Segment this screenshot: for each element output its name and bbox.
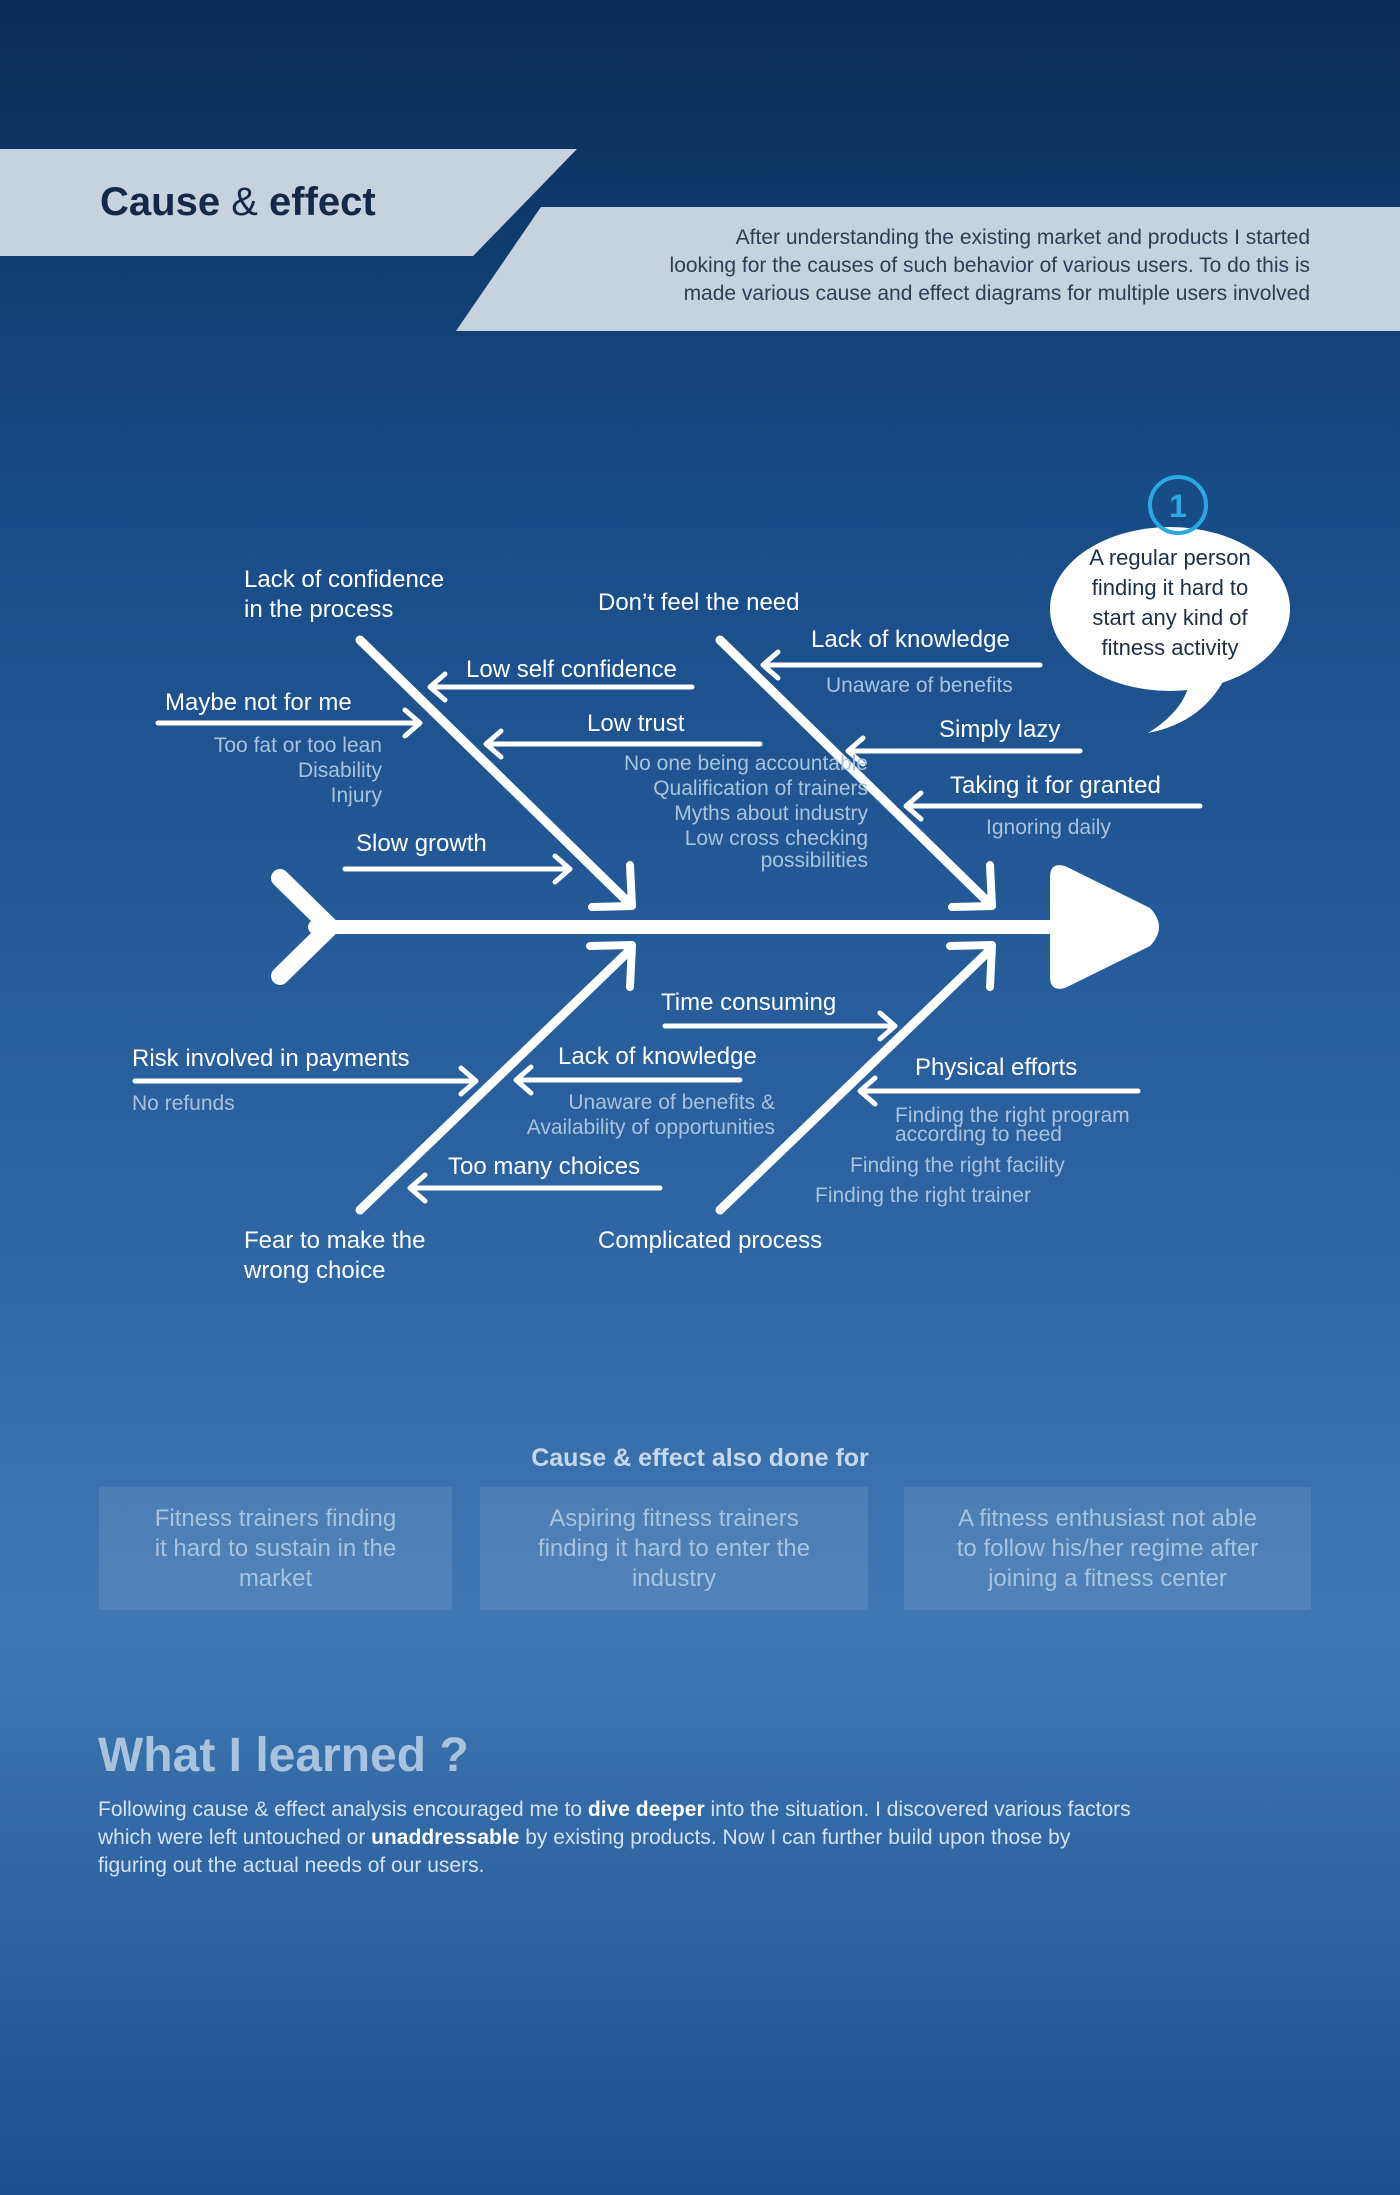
also-card: A fitness enthusiast not able to follow … xyxy=(904,1487,1311,1610)
cause-sub: Finding the right facility xyxy=(850,1154,1065,1177)
bone-title-bottom-left: Fear to make the wrong choice xyxy=(244,1227,426,1284)
learned-text: Following cause & effect analysis encour… xyxy=(98,1798,1131,1877)
also-done-title: Cause & effect also done for xyxy=(531,1444,869,1472)
title-banner xyxy=(0,149,577,256)
speech-bubble-tail xyxy=(1148,672,1228,733)
cause-label: Slow growth xyxy=(356,830,487,857)
cause-label: Simply lazy xyxy=(939,716,1061,743)
intro-text: After understanding the existing market … xyxy=(669,226,1310,305)
cause-label: Taking it for granted xyxy=(950,772,1161,799)
cause-sub-list: Unaware of benefits & Availability of op… xyxy=(526,1091,775,1139)
cause-sub: Finding the right program according to n… xyxy=(895,1104,1130,1146)
fish-tail xyxy=(271,869,339,985)
bone-bottom-left-arrow xyxy=(586,941,636,991)
cause-sub: Finding the right trainer xyxy=(815,1184,1031,1207)
bone-top-left xyxy=(355,635,635,909)
fish-head xyxy=(1050,865,1159,989)
also-card: Aspiring fitness trainers finding it har… xyxy=(480,1487,868,1610)
cause-label: Lack of knowledge xyxy=(811,626,1010,653)
learned-title: What I learned ? xyxy=(98,1729,469,1782)
cause-label: Maybe not for me xyxy=(165,689,352,716)
cause-sub: No refunds xyxy=(132,1092,235,1115)
cause-label: Lack of knowledge xyxy=(558,1043,757,1070)
also-card: Fitness trainers finding it hard to sust… xyxy=(99,1487,452,1610)
bone-title-top-right: Don’t feel the need xyxy=(598,589,800,616)
cause-sub-list: Too fat or too lean Disability Injury xyxy=(213,734,382,807)
effect-text: A regular person finding it hard to star… xyxy=(1089,545,1251,660)
intro-banner xyxy=(456,207,1400,331)
effect-number-circle xyxy=(1148,475,1208,535)
bone-title-top-left: Lack of confidence in the process xyxy=(244,566,445,623)
cause-label: Too many choices xyxy=(448,1153,641,1180)
cause-label: Risk involved in payments xyxy=(132,1045,410,1072)
effect-number: 1 xyxy=(1169,488,1187,524)
bone-bottom-right xyxy=(715,945,995,1215)
cause-label: Physical efforts xyxy=(915,1054,1078,1081)
cause-label: Time consuming xyxy=(661,989,837,1016)
bone-top-right-arrow xyxy=(948,861,996,911)
cause-sub: Ignoring daily xyxy=(986,816,1111,839)
bone-title-bottom-right: Complicated process xyxy=(598,1227,823,1254)
bone-top-right xyxy=(715,635,995,909)
speech-bubble xyxy=(1050,527,1290,691)
bone-bottom-left xyxy=(355,945,635,1215)
bone-top-left-arrow xyxy=(588,861,636,911)
cause-sub-list: No one being accountable Qualification o… xyxy=(623,752,868,872)
bone-bottom-right-arrow xyxy=(946,941,996,991)
cause-label: Low self confidence xyxy=(466,656,677,683)
cause-sub: Unaware of benefits xyxy=(826,674,1013,697)
page-title: Cause & effect xyxy=(100,180,376,224)
cause-label: Low trust xyxy=(587,710,685,737)
